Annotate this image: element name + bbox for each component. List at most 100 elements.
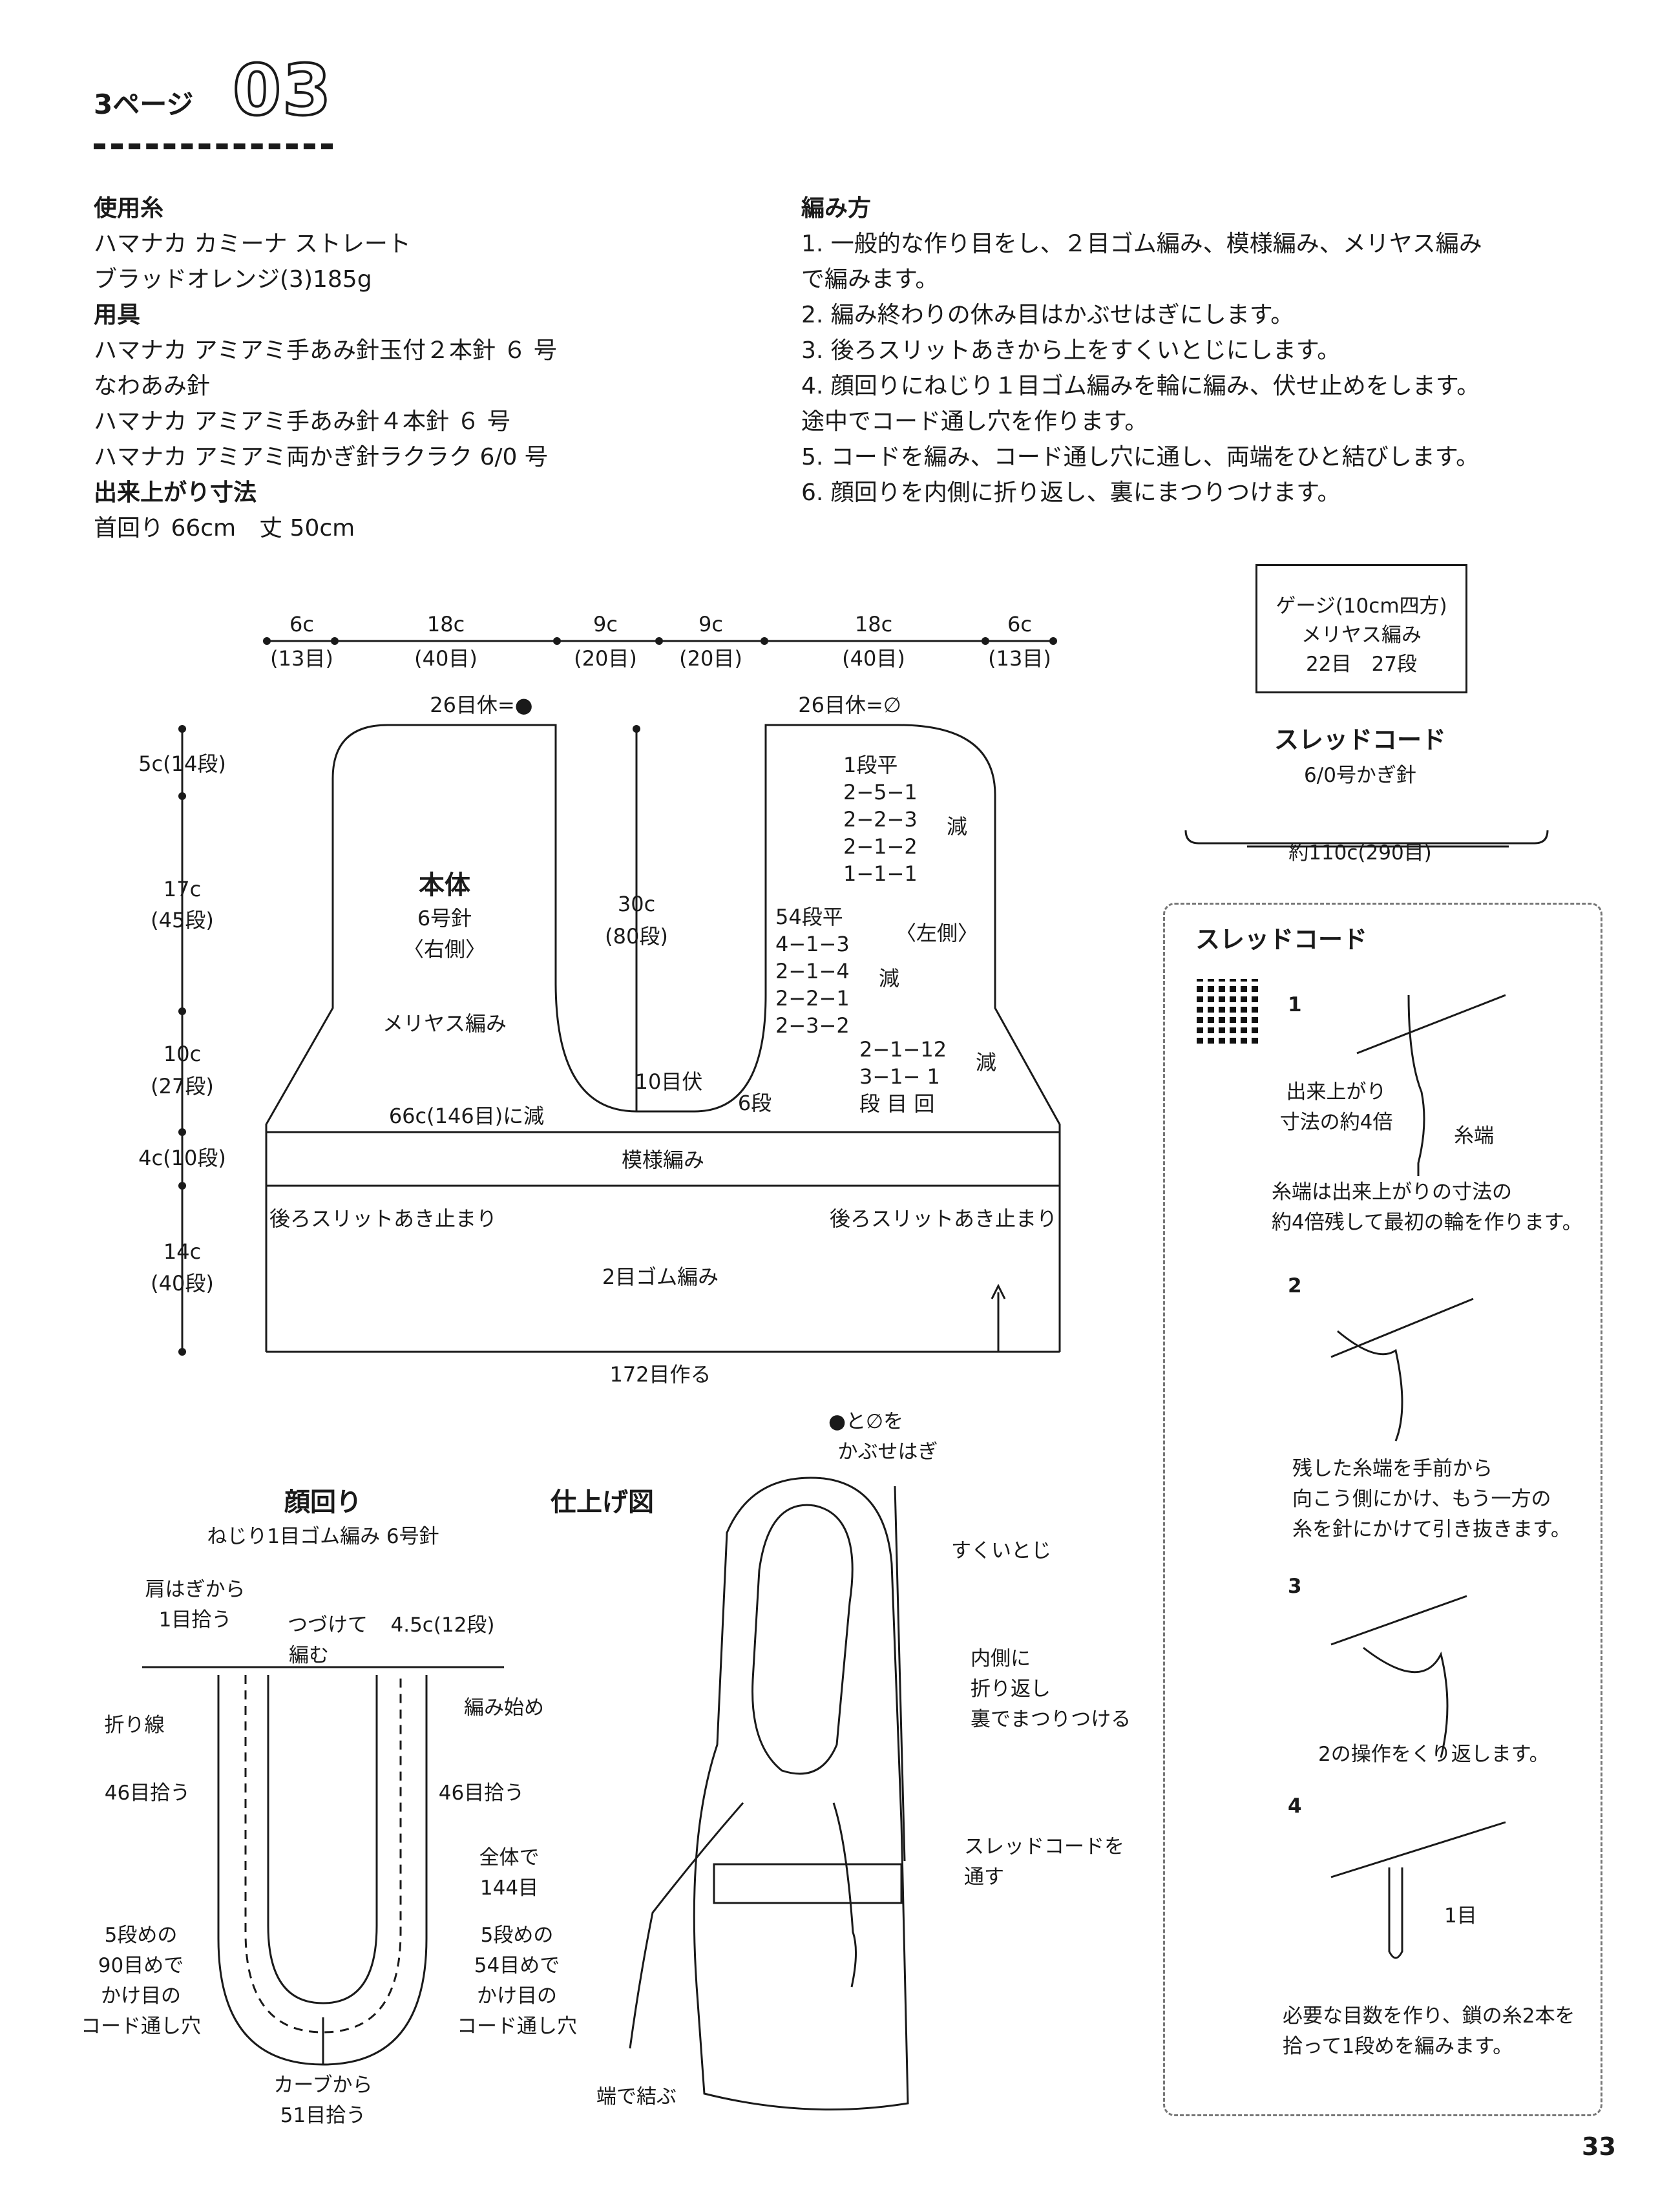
pattern-number: 03 xyxy=(231,49,333,132)
top-width-6-st: (13目) xyxy=(988,646,1051,671)
left-height-1: 5c(14段) xyxy=(138,752,226,776)
curve-pick-1: カーブから xyxy=(273,2074,372,2097)
dec-label-3: 減 xyxy=(976,1050,996,1075)
gauge-title: ゲージ(10cm四方) xyxy=(1276,594,1447,618)
top-width-1-cm: 6c xyxy=(289,612,314,636)
top-width-3-cm: 9c xyxy=(593,612,618,636)
dec-table-3-row: 3−1− 1 xyxy=(859,1064,940,1089)
dec-table-2-row: 4−1−3 xyxy=(775,932,850,956)
qr-code[interactable] xyxy=(1197,979,1261,1044)
cord-pass-2: 通す xyxy=(964,1866,1004,1889)
fold-line-label: 折り線 xyxy=(105,1714,165,1737)
method-line: 3. 後ろスリットあきから上をすくいとじにします。 xyxy=(801,337,1341,364)
graft-1: ●と∅を xyxy=(828,1410,903,1433)
shoulder-pick-2: 1目拾う xyxy=(159,1608,232,1632)
finish-title: 仕上げ図 xyxy=(551,1487,654,1517)
step1-tail: 糸端 xyxy=(1454,1124,1494,1148)
body-stockinette: メリヤス編み xyxy=(383,1011,507,1036)
page-label: 3ページ xyxy=(94,89,194,120)
method-line: 途中でコード通し穴を作ります。 xyxy=(801,408,1148,435)
gauge-box: ゲージ(10cm四方) メリヤス編み 22目 27段 xyxy=(1255,564,1467,693)
hood-cord-right xyxy=(832,1802,857,1988)
hole-left: コード通し穴 xyxy=(81,2015,201,2038)
method-line: 5. コードを編み、コード通し穴に通し、両端をひと結びします。 xyxy=(801,444,1480,470)
center-rows: (80段) xyxy=(605,924,668,949)
slit-right-label: 後ろスリットあき止まり xyxy=(830,1206,1057,1231)
loop-2 xyxy=(1337,1330,1403,1442)
size-value: 首回り 66cm 丈 50cm xyxy=(94,515,355,541)
bind-off-label: 10目伏 xyxy=(635,1069,703,1094)
loop-1 xyxy=(1407,994,1425,1176)
step3-number: 3 xyxy=(1288,1575,1302,1598)
hook-3 xyxy=(1330,1595,1467,1646)
fold-2: 折り返し xyxy=(971,1677,1051,1701)
top-width-4-st: (20目) xyxy=(679,646,742,671)
tie-label: 端で結ぶ xyxy=(596,2085,677,2108)
top-width-6-cm: 6c xyxy=(1007,612,1032,636)
gauge-stitch: メリヤス編み xyxy=(1301,624,1422,647)
top-width-5-st: (40目) xyxy=(842,646,905,671)
step4-number: 4 xyxy=(1288,1794,1302,1818)
left-pick: 46目拾う xyxy=(105,1782,190,1805)
dec-table-1-row: 1−1−1 xyxy=(843,861,918,886)
knit-direction-arrowhead xyxy=(991,1283,1006,1299)
loop-3 xyxy=(1363,1646,1449,1758)
hole-left: かけ目の xyxy=(101,1984,181,2008)
dec-label-2: 減 xyxy=(879,966,899,991)
step3-text: 2の操作をくり返します。 xyxy=(1318,1743,1549,1766)
body-outline xyxy=(265,724,1061,1352)
tools-line: ハマナカ アミアミ両かぎ針ラクラク 6/0 号 xyxy=(94,444,548,470)
cord-instructions-box xyxy=(1163,903,1602,2116)
step2-number: 2 xyxy=(1288,1274,1302,1298)
method-line: 4. 顔回りにねじり１目ゴム編みを輪に編み、伏せ止めをします。 xyxy=(801,373,1480,399)
rest-stitches-right: 26目休=∅ xyxy=(798,693,901,717)
face-ring-inner xyxy=(267,1675,378,2004)
left-height-5-st: (40段) xyxy=(151,1271,214,1296)
face-ring-outer xyxy=(217,1675,428,2066)
header-divider xyxy=(94,143,333,149)
hole-left: 5段めの xyxy=(105,1924,178,1947)
face-width: 4.5c(12段) xyxy=(391,1614,495,1637)
step1-label-1: 出来上がり xyxy=(1286,1080,1387,1104)
step1-text-1: 糸端は出来上がりの寸法の xyxy=(1272,1181,1512,1204)
yarn-line: ブラッドオレンジ(3)185g xyxy=(94,266,372,293)
dec-table-3-row: 段 目 回 xyxy=(859,1091,934,1116)
method-line: 1. 一般的な作り目をし、２目ゴム編み、模様編み、メリヤス編み xyxy=(801,231,1482,257)
yarn-line: ハマナカ カミーナ ストレート xyxy=(94,231,411,257)
top-width-5-cm: 18c xyxy=(855,612,892,636)
step4-text-1: 必要な目数を作り、鎖の糸2本を xyxy=(1283,2004,1575,2028)
gauge-values: 22目 27段 xyxy=(1306,653,1417,676)
rib-label: 2目ゴム編み xyxy=(602,1265,719,1289)
materials-section: 使用糸 ハマナカ カミーナ ストレート ブラッドオレンジ(3)185g 用具 ハ… xyxy=(94,191,557,546)
face-subtitle: ねじり1目ゴム編み 6号針 xyxy=(207,1525,439,1548)
hood-outline xyxy=(693,1477,909,2111)
hole-right: 54目めで xyxy=(474,1954,560,1977)
left-height-3-cm: 10c xyxy=(163,1042,201,1066)
cord-title: スレッドコード xyxy=(1274,726,1446,754)
tools-line: ハマナカ アミアミ手あみ針４本針 ６ 号 xyxy=(94,408,510,435)
left-height-3-st: (27段) xyxy=(151,1074,214,1098)
hole-left: 90目めで xyxy=(98,1954,184,1977)
step2-text-3: 糸を針にかけて引き抜きます。 xyxy=(1292,1518,1571,1541)
cord-length: 約110c(290目) xyxy=(1288,841,1432,865)
fold-3: 裏でまつりつける xyxy=(971,1708,1131,1731)
dec-table-2-row: 2−1−4 xyxy=(775,959,850,983)
dec-table-3-row: 2−1−12 xyxy=(859,1037,947,1062)
face-title: 顔回り xyxy=(284,1487,362,1517)
graft-2: かぶせはぎ xyxy=(838,1440,938,1464)
total-1: 全体で xyxy=(479,1846,540,1869)
step1-number: 1 xyxy=(1288,993,1302,1016)
top-width-1-st: (13目) xyxy=(270,646,333,671)
continue-2: 編む xyxy=(289,1644,329,1667)
top-width-2-cm: 18c xyxy=(427,612,465,636)
hook-4 xyxy=(1330,1821,1506,1878)
cast-on-label: 172目作る xyxy=(609,1362,711,1387)
hole-right: かけ目の xyxy=(477,1984,557,2008)
step2-text-1: 残した糸端を手前から xyxy=(1292,1457,1493,1480)
method-line: 2. 編み終わりの休み目はかぶせはぎにします。 xyxy=(801,302,1294,328)
method-section: 編み方 1. 一般的な作り目をし、２目ゴム編み、模様編み、メリヤス編み で編みま… xyxy=(801,191,1482,510)
hood-pattern-band xyxy=(713,1863,903,1904)
pattern-band-label: 模様編み xyxy=(622,1148,704,1172)
start-label: 編み始め xyxy=(464,1696,544,1719)
